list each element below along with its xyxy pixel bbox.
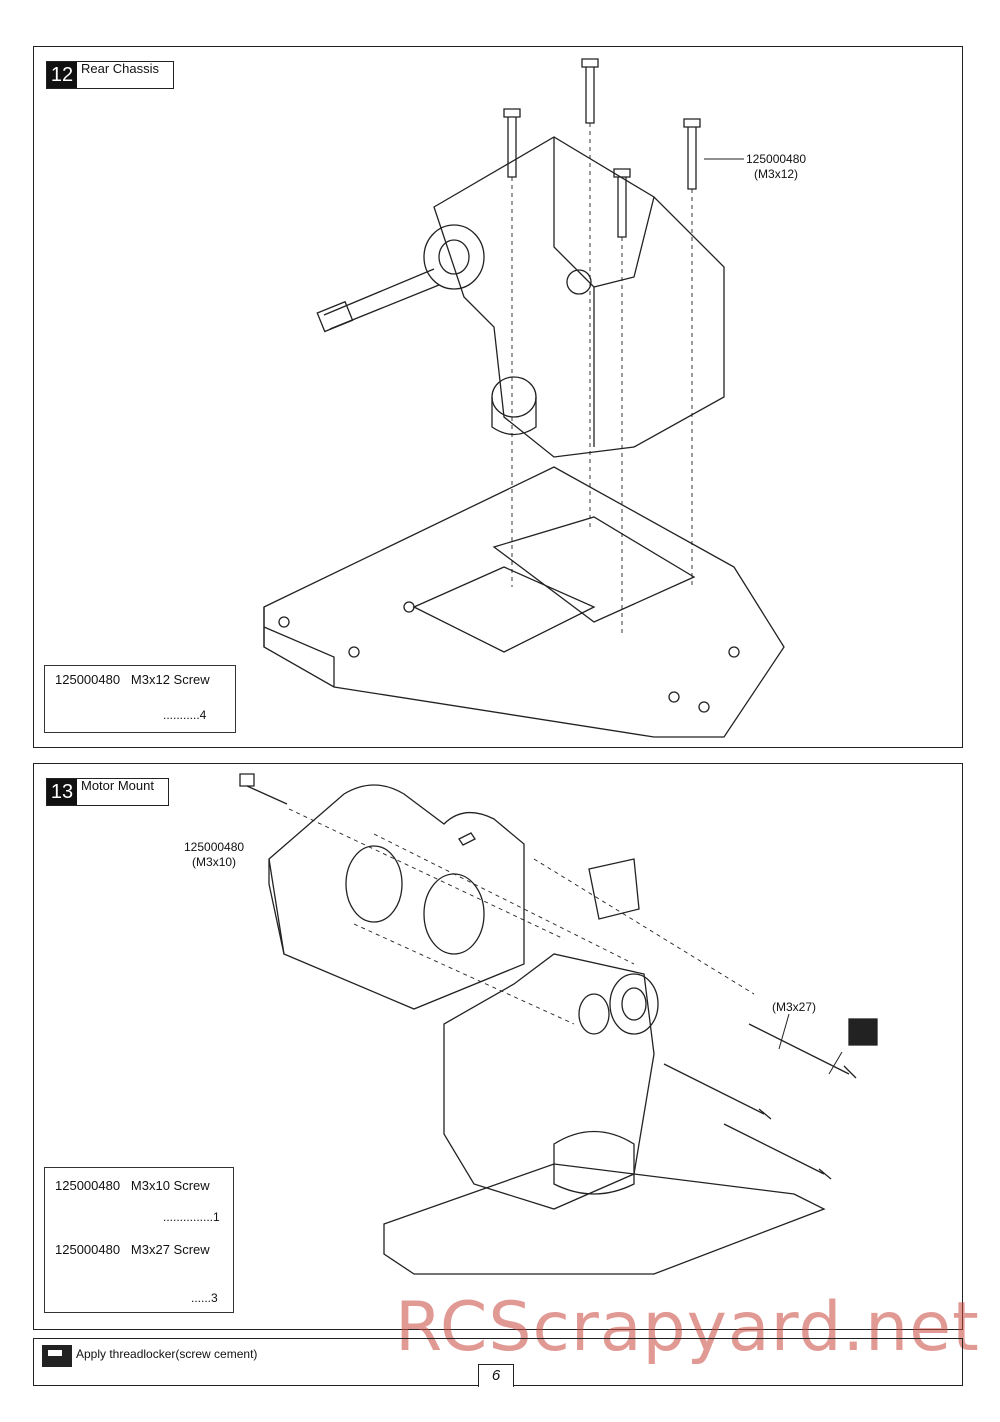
parts-list-13: 125000480 M3x10 Screw ...............1 1… — [44, 1167, 234, 1313]
step-number: 13 — [47, 779, 77, 805]
callout-part-number: 125000480 — [746, 152, 807, 166]
step-title: Rear Chassis — [81, 61, 160, 76]
part-name: M3x12 Screw — [130, 672, 210, 687]
screw-icon — [239, 773, 857, 1180]
part-name: M3x10 Screw — [130, 1178, 210, 1193]
callout-part-number: 125000480 — [184, 840, 245, 854]
step-number: 12 — [47, 62, 77, 88]
part-name: M3x27 Screw — [130, 1242, 210, 1257]
part-number: 125000480 — [55, 1178, 121, 1193]
page-number: 6 — [478, 1364, 514, 1387]
step-title: Motor Mount — [81, 778, 154, 793]
callout-size: (M3x10) — [192, 855, 237, 869]
watermark: RCScrapyard.net — [395, 1288, 980, 1367]
callout-size: (M3x12) — [754, 167, 799, 181]
threadlocker-icon — [42, 1345, 72, 1367]
step-13-panel: 13 Motor Mount — [33, 763, 963, 1330]
screw-callout-12: 125000480 (M3x12) — [746, 152, 806, 182]
part-number: 125000480 — [55, 672, 121, 687]
part-quantity: ...............1 — [163, 1210, 220, 1224]
parts-list-12: 125000480 M3x12 Screw ...........4 — [44, 665, 236, 733]
part-number: 125000480 — [55, 1242, 121, 1257]
screw-callout-13-left: 125000480 (M3x10) — [184, 840, 244, 870]
parts-row: 125000480 M3x10 Screw — [55, 1178, 210, 1193]
screw-callout-13-right: (M3x27) — [772, 1000, 816, 1015]
step-12-header: 12 Rear Chassis — [46, 61, 175, 89]
step-12-panel: 12 Rear Chassis — [33, 46, 963, 748]
part-quantity: ...........4 — [163, 708, 207, 722]
rear-chassis-drawing — [59, 58, 785, 738]
screw-icon — [503, 58, 701, 238]
parts-row: 125000480 M3x27 Screw — [55, 1242, 210, 1257]
parts-row: 125000480 M3x12 Screw — [55, 672, 210, 687]
callout-size: (M3x27) — [772, 1000, 817, 1014]
step-13-header: 13 Motor Mount — [46, 778, 169, 806]
footer-note-text: Apply threadlocker(screw cement) — [76, 1347, 258, 1361]
part-quantity: ......3 — [191, 1291, 218, 1305]
